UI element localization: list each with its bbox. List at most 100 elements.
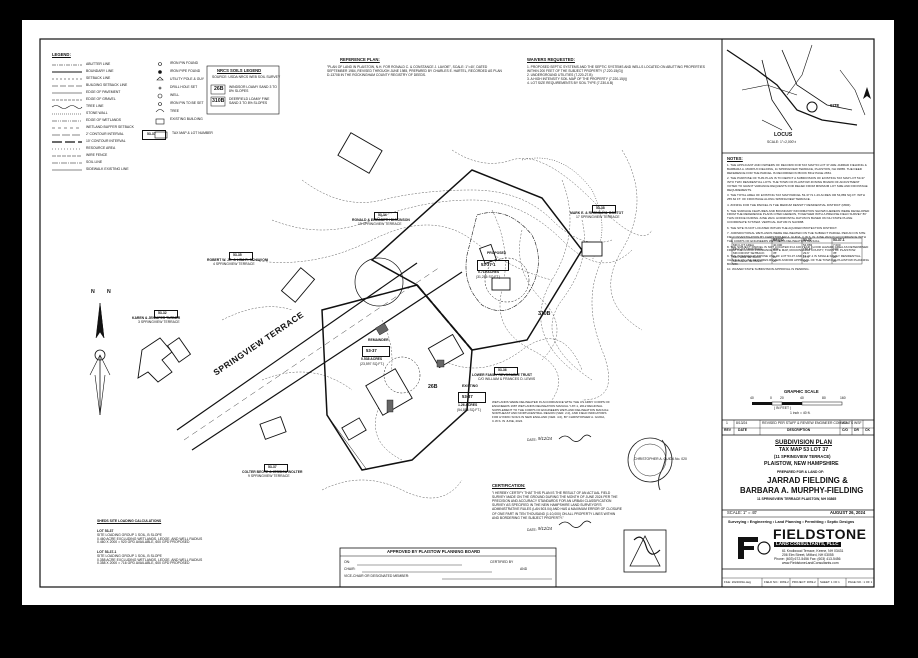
legend-symbols — [154, 62, 168, 139]
certification-text: "I HEREBY CERTIFY THAT THIS PLAN IS THE … — [492, 491, 623, 520]
abutter-address: C/O WILLIAM & FRANCES D. LEWIS — [478, 377, 536, 381]
legend-item: EDGE OF PAVEMENT — [86, 90, 121, 94]
legend-item: SETBACK LINE — [86, 76, 111, 80]
zoning-cell: 20' — [833, 255, 837, 259]
shaded-structures — [375, 322, 445, 413]
lot-boundaries — [321, 169, 583, 471]
graphic-scale-bar — [752, 401, 843, 406]
legend-item: WETLAND BUFFER SETBACK — [86, 125, 134, 129]
scale-unit-label: ( IN FEET ) — [774, 406, 792, 410]
locus-site-label: SITE — [830, 103, 840, 108]
lot-c-acres: 1.26 ACRES — [458, 403, 478, 407]
lot-a-acres: 0.718 ACRES — [478, 270, 500, 274]
legend-symbol-label: WELL — [170, 93, 180, 97]
abutter-address: 4 SPRINGVIEW TERRACE — [213, 262, 255, 266]
legend-item: WIRE FENCE — [86, 153, 108, 157]
zoning-cell: 200' — [773, 247, 779, 251]
legend-symbol-label: UTILITY POLE & GUY — [170, 77, 205, 81]
lot-b-id-box: 53-37 — [362, 346, 390, 357]
legend-item: BUILDING SETBACK LINE — [86, 83, 128, 87]
abutter-id-box: 53-36 — [494, 367, 518, 375]
revision-header: REV — [724, 428, 731, 432]
lot-c-sqft: (54,883 SQ.FT.) — [457, 408, 482, 412]
reference-plan-title: REFERENCE PLAN: — [340, 57, 380, 62]
revision-cell: WSF — [854, 421, 862, 425]
note-item: 2. THE PURPOSE OF THIS PLAN IS TO DEPICT… — [727, 176, 868, 192]
abutter-id: 53-38 — [596, 206, 605, 210]
abutter-name: KAREN & JENNIFER TURNER — [132, 316, 181, 320]
zoning-header-cell: 53-37-1 — [833, 238, 845, 242]
company-website: www.FieldstoneLandConsultants.com — [782, 561, 839, 565]
soil-desc-2: DEERFIELD LOAMY FINE SAND 3 TO 8% SLOPES — [229, 97, 270, 105]
legend-item: SOIL LINE — [86, 160, 103, 164]
zoning-cell: MIN LOT AREA — [733, 243, 754, 247]
notes-title: NOTES: — [727, 156, 743, 161]
locus-map — [726, 44, 866, 131]
road-lines — [176, 257, 463, 451]
lot-b-status: REMAINDER — [368, 338, 389, 342]
soil-desc-1: WINDSOR LOAMY SAND 3 TO 8% SLOPES — [229, 85, 277, 93]
zoning-cell: 35' — [833, 251, 837, 255]
town-state: PLAISTOW, NEW HAMPSHIRE — [764, 461, 839, 467]
surveyor-stamp — [623, 529, 667, 573]
tax-lot-example-box: 53-37 — [142, 130, 166, 140]
legend-item: RESOURCE AREA — [86, 146, 116, 150]
scale-tick-label: 40 — [750, 396, 754, 400]
certification-title: CERTIFICATION: — [492, 483, 526, 488]
legend-item: TREE LINE — [86, 104, 104, 108]
scale-tick-label: 0 — [770, 396, 772, 400]
wetland-scientist-seal — [627, 437, 673, 491]
tax-lot-legend-label: TAX MAP & LOT NUMBER — [172, 131, 213, 135]
legend-title: LEGEND: — [52, 52, 71, 57]
locus-title: LOCUS — [774, 132, 793, 138]
scale-tick-label: 80 — [822, 396, 826, 400]
certification-date: 9/12/24 — [538, 526, 552, 531]
lot-b-sqft: (23,597 SQ.FT.) — [360, 362, 385, 366]
drawing-scale: SCALE: 1" = 40' — [727, 510, 758, 515]
abutter-address: 3 SPRINGVIEW TERRACE — [138, 320, 180, 324]
company-name: FIELDSTONE — [773, 526, 867, 542]
revision-cell: REVISED PER STAFF & REVIEW ENGINEER COMM… — [762, 421, 854, 425]
revision-cell: 1 — [726, 421, 728, 425]
footer-cell: PROJECT: 3069-2 — [792, 580, 816, 584]
notes-list: 1. THE APPLICANT AND OWNERS OF RECORD FO… — [727, 164, 870, 396]
legend-symbol-label: DRILL HOLE SET — [170, 85, 198, 89]
zoning-cell: 100' — [833, 247, 839, 251]
north-arrow-graphic — [89, 302, 111, 416]
abutter-id: 53-32 — [158, 311, 167, 315]
owner-line-2: BARBARA A. MURPHY-FIELDING — [740, 486, 864, 495]
graphic-scale-unit: 1 inch = 40 ft. — [790, 411, 811, 415]
wetland-cert-date: 9/12/24 — [538, 436, 552, 441]
soil-code-2: 310B — [212, 98, 225, 104]
legend-item: ABUTTER LINE — [86, 62, 111, 66]
company-subtitle: LAND CONSULTANTS, PLLC — [774, 541, 841, 547]
soil-loading-line: SITE LOADING GROUP 1 SOIL, B SLOPE — [97, 533, 162, 537]
zoning-cell: 20' — [773, 255, 777, 259]
revision-cell: 8/13/24 — [736, 421, 748, 425]
scale-tick-label: 160 — [840, 396, 846, 400]
approval-title: APPROVED BY PLAISTOW PLANNING BOARD — [387, 549, 481, 554]
zoning-cell: N/A — [803, 259, 809, 263]
lot-c-id-box: 53-37 — [458, 392, 486, 403]
legend-item: SIDEWALK EXISTING LINE — [86, 167, 129, 171]
soil-label-a: 310B — [538, 311, 551, 317]
legend-lines — [51, 64, 83, 171]
abutter-id-box: 53-37 — [264, 464, 288, 472]
soil-loading-line: 0.460 ACRE EXCLUDING WETLANDS, LEDGE, AN… — [97, 536, 203, 541]
soil-loading-line: 0.460 X 2000 = 920 GPD AVAILABLE, 600 GP… — [97, 540, 190, 545]
owner-address: 11 SPRINGVIEW TERRACE PLAISTOW, NH 03865 — [757, 497, 837, 501]
note-item: 5. THE SURFACE FEATURES AND BOUNDARY INF… — [727, 208, 870, 224]
legend-item: STONE WALL — [86, 111, 108, 115]
building-footprints — [137, 132, 603, 441]
zoning-cell: 20' — [773, 259, 777, 263]
abutter-id-box: 53-34 — [374, 212, 398, 220]
abutter-address: 15 SPRINGVIEW TERRACE — [358, 222, 402, 226]
note-item: 1. THE APPLICANT AND OWNERS OF RECORD FO… — [727, 164, 867, 175]
note-item: 8. THE SUBJECT PARCEL IS NOT LOCATED IN … — [727, 244, 869, 253]
soils-legend-title: NRCS SOILS LEGEND — [217, 68, 262, 73]
note-item: 4. ZONING FOR THE PARCEL IS THE MEDIUM D… — [727, 202, 852, 207]
waiver-item: 3. A HIGH INTENSITY SOIL MAP OF THE PROP… — [527, 77, 628, 82]
revision-header: C/O — [842, 428, 849, 432]
